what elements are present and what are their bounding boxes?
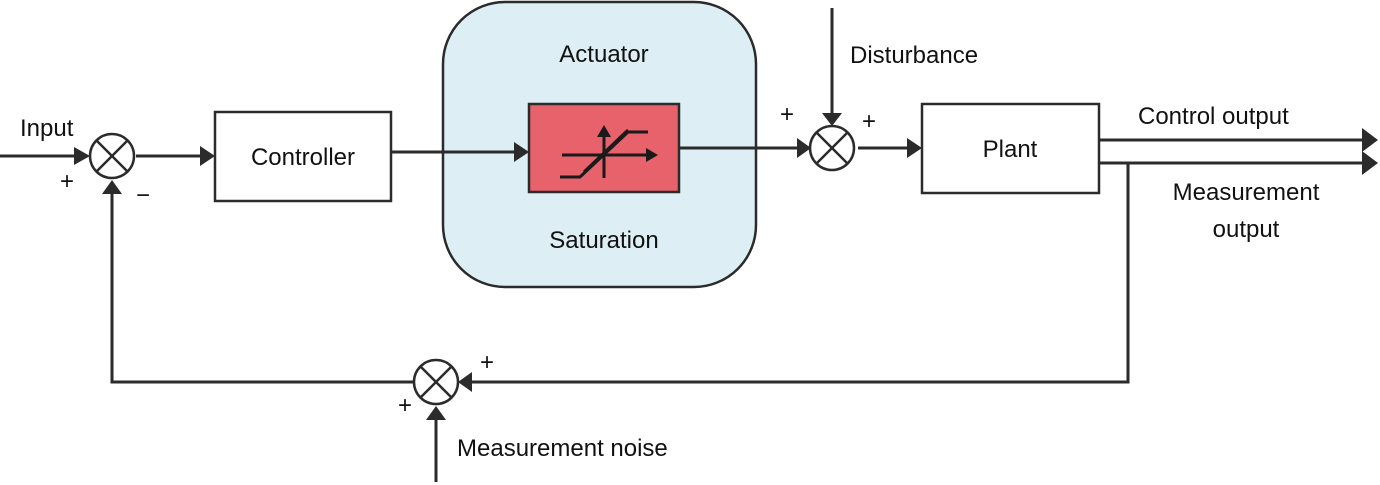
saturation-icon [560, 125, 658, 179]
plant-block [920, 102, 1101, 195]
feedback-wire-right [470, 163, 1130, 384]
sum1-plus-sign: + [60, 168, 74, 195]
saturation-label: Saturation [549, 227, 658, 254]
signal-wires [0, 8, 1366, 482]
arrowhead-input [74, 147, 90, 165]
arrowhead-disturbance [822, 113, 842, 126]
sum1-minus-sign: − [136, 182, 150, 209]
sum2-top-plus-sign: + [862, 108, 876, 135]
arrowheads [74, 113, 1378, 420]
arrowhead-controller [200, 146, 215, 166]
measurement-output-label-line2: output [1213, 216, 1280, 243]
plant-label: Plant [983, 136, 1038, 163]
sum2-left-plus-sign: + [780, 101, 794, 128]
arrowhead-saturation [514, 142, 529, 162]
arrowhead-measurement-output [1362, 151, 1378, 175]
control-output-label: Control output [1138, 103, 1289, 130]
summing-junction-3 [412, 358, 460, 406]
feedback-wire-left [110, 190, 415, 384]
arrowhead-sum1-bottom [102, 180, 122, 194]
sum3-right-plus-sign: + [480, 349, 494, 376]
sum3-bottom-plus-sign: + [398, 392, 412, 419]
arrowhead-sum2-left [797, 138, 811, 158]
measurement-output-label-line1: Measurement [1173, 179, 1320, 206]
arrowhead-sum3-bottom [426, 406, 446, 420]
controller-label: Controller [251, 144, 355, 171]
controller-block [213, 110, 393, 203]
actuator-label: Actuator [559, 41, 648, 68]
summing-junction-1 [88, 132, 136, 180]
summing-junction-2 [808, 124, 856, 172]
measurement-noise-label: Measurement noise [457, 435, 668, 462]
disturbance-label: Disturbance [850, 42, 978, 69]
arrowhead-sum3-right [458, 372, 472, 392]
arrowhead-control-output [1362, 128, 1378, 152]
input-label: Input [20, 115, 74, 142]
arrowhead-plant [907, 138, 922, 158]
